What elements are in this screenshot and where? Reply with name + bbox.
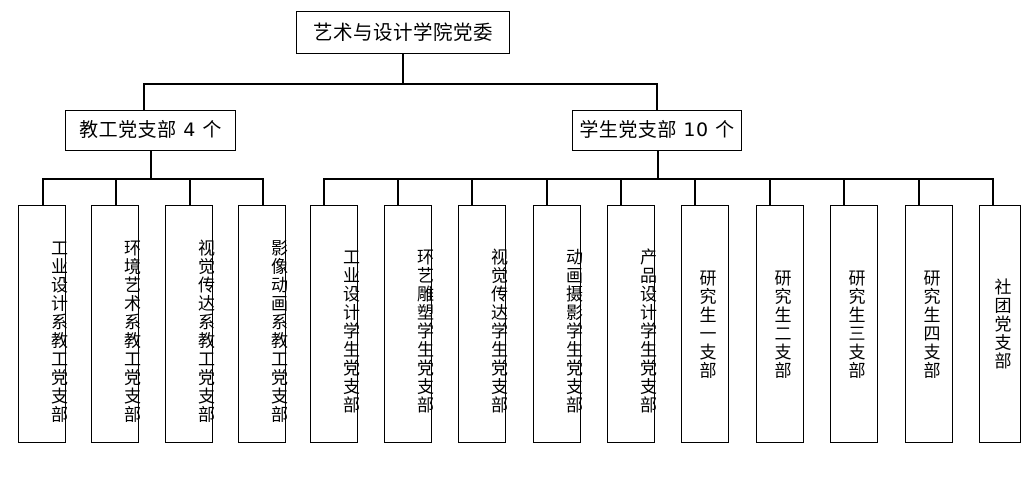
connector-student-drop-6 — [694, 178, 696, 205]
node-student-leaf-10[interactable]: 社团党支部 — [979, 205, 1021, 443]
node-student-leaf-7[interactable]: 研究生二支部 — [756, 205, 804, 443]
connector-faculty-stem — [150, 151, 152, 178]
node-student-leaf-4[interactable]: 动画摄影学生党支部 — [533, 205, 582, 443]
connector-faculty-drop-4 — [262, 178, 264, 205]
node-faculty-branches-label: 教工党支部 4 个 — [79, 119, 222, 142]
connector-student-drop-4 — [546, 178, 548, 205]
node-student-leaf-5[interactable]: 产品设计学生党支部 — [607, 205, 656, 443]
connector-student-drop-3 — [471, 178, 473, 205]
node-student-leaf-1-label: 工业设计学生党支部 — [339, 247, 359, 415]
connector-student-drop-9 — [918, 178, 920, 205]
connector-faculty-drop-2 — [115, 178, 117, 205]
node-root-label: 艺术与设计学院党委 — [312, 20, 493, 44]
connector-faculty-drop-1 — [42, 178, 44, 205]
connector-student-stem — [657, 151, 659, 178]
node-student-leaf-1[interactable]: 工业设计学生党支部 — [310, 205, 359, 443]
node-faculty-leaf-4[interactable]: 影像动画系教工党支部 — [238, 205, 287, 443]
node-faculty-leaf-2-label: 环境艺术系教工党支部 — [120, 238, 140, 424]
connector-faculty-drop-3 — [189, 178, 191, 205]
connector-student-drop-5 — [620, 178, 622, 205]
connector-drop-student — [656, 83, 658, 111]
node-faculty-leaf-1-label: 工业设计系教工党支部 — [47, 238, 67, 424]
node-student-leaf-5-label: 产品设计学生党支部 — [636, 247, 656, 415]
connector-student-drop-8 — [843, 178, 845, 205]
connector-student-drop-1 — [323, 178, 325, 205]
node-student-leaf-9-label: 研究生四支部 — [919, 268, 940, 380]
node-student-leaf-4-label: 动画摄影学生党支部 — [562, 247, 582, 415]
node-faculty-branches[interactable]: 教工党支部 4 个 — [65, 110, 236, 151]
node-student-leaf-3-label: 视觉传达学生党支部 — [487, 247, 507, 415]
connector-student-drop-2 — [397, 178, 399, 205]
node-faculty-leaf-4-label: 影像动画系教工党支部 — [267, 238, 287, 424]
connector-student-drop-10 — [992, 178, 994, 205]
node-student-branches[interactable]: 学生党支部 10 个 — [572, 110, 742, 151]
connector-level2-bus — [143, 83, 657, 85]
node-student-branches-label: 学生党支部 10 个 — [579, 119, 735, 142]
connector-root-stem — [402, 54, 404, 83]
connector-student-bus — [323, 178, 994, 180]
node-student-leaf-2-label: 环艺雕塑学生党支部 — [413, 247, 433, 415]
node-student-leaf-3[interactable]: 视觉传达学生党支部 — [458, 205, 507, 443]
node-student-leaf-6-label: 研究生一支部 — [695, 268, 716, 380]
node-faculty-leaf-3-label: 视觉传达系教工党支部 — [194, 238, 214, 424]
node-student-leaf-9[interactable]: 研究生四支部 — [905, 205, 953, 443]
connector-student-drop-7 — [769, 178, 771, 205]
node-faculty-leaf-2[interactable]: 环境艺术系教工党支部 — [91, 205, 140, 443]
node-student-leaf-10-label: 社团党支部 — [990, 277, 1011, 371]
node-root-party-committee[interactable]: 艺术与设计学院党委 — [296, 11, 510, 54]
node-student-leaf-8[interactable]: 研究生三支部 — [830, 205, 878, 443]
node-student-leaf-8-label: 研究生三支部 — [844, 268, 865, 380]
node-student-leaf-6[interactable]: 研究生一支部 — [681, 205, 729, 443]
node-faculty-leaf-3[interactable]: 视觉传达系教工党支部 — [165, 205, 214, 443]
node-student-leaf-2[interactable]: 环艺雕塑学生党支部 — [384, 205, 433, 443]
connector-faculty-bus — [42, 178, 263, 180]
node-faculty-leaf-1[interactable]: 工业设计系教工党支部 — [18, 205, 67, 443]
node-student-leaf-7-label: 研究生二支部 — [770, 268, 791, 380]
connector-drop-faculty — [143, 83, 145, 111]
